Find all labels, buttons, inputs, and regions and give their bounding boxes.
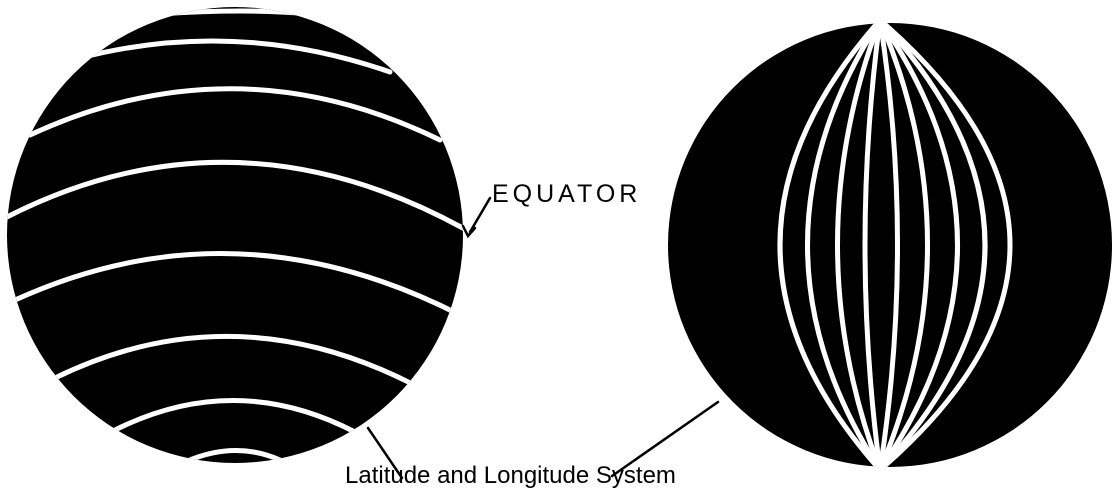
figure-caption: Latitude and Longitude System <box>345 462 676 490</box>
latitude-globe-body <box>7 7 463 463</box>
equator-pointer-line <box>470 198 490 232</box>
equator-label: EQUATOR <box>492 180 641 209</box>
longitude-globe <box>668 20 1112 470</box>
latitude-globe <box>5 7 470 463</box>
